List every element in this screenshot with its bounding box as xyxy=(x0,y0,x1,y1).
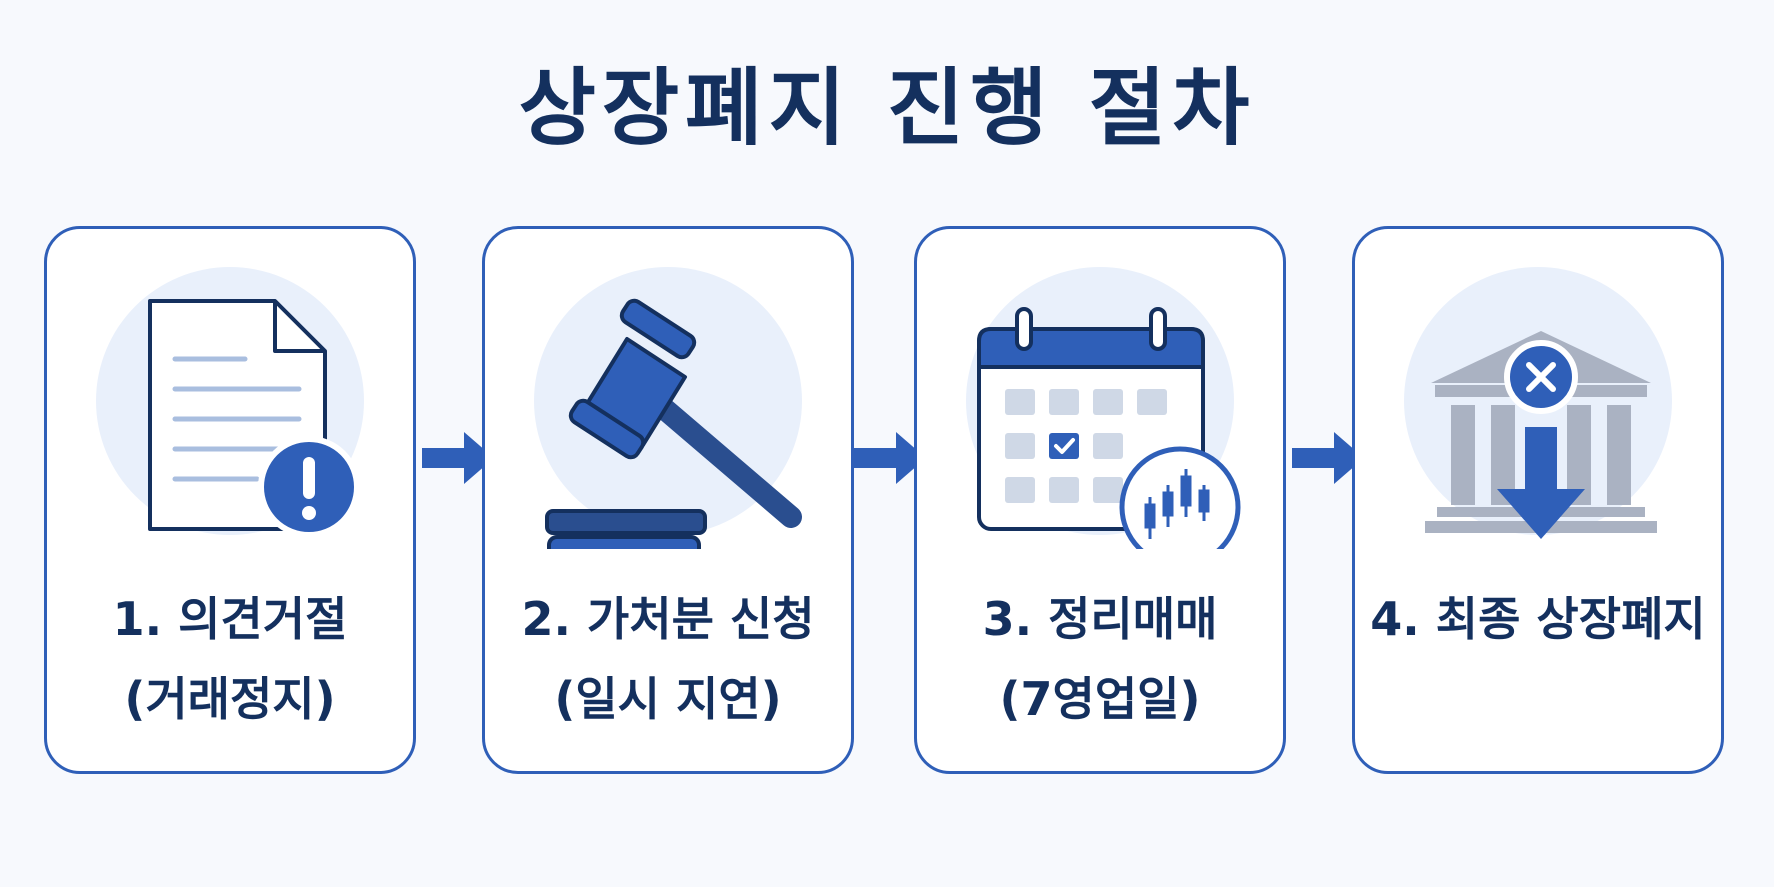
arrow-right-icon xyxy=(1292,432,1364,484)
step-card-1: 1. 의견거절 (거래정지) xyxy=(44,226,416,774)
document-warning-icon xyxy=(148,299,360,538)
step-title: 4. 최종 상장폐지 xyxy=(1370,592,1706,646)
bank-delist-icon xyxy=(1425,331,1657,539)
gavel-icon xyxy=(545,298,802,549)
step-title: 1. 의견거절 xyxy=(112,592,348,646)
step-title: 3. 정리매매 xyxy=(982,592,1218,646)
step-subtitle: (일시 지연) xyxy=(554,672,782,726)
step-title: 2. 가처분 신청 xyxy=(521,592,815,646)
page-title: 상장폐지 진행 절차 xyxy=(518,59,1256,157)
step-card-2: 2. 가처분 신청 (일시 지연) xyxy=(482,226,854,774)
step-label-1: 1. 의견거절 (거래정지) xyxy=(47,579,413,739)
arrow-right-icon xyxy=(422,432,494,484)
step-label-4: 4. 최종 상장폐지 xyxy=(1355,579,1721,659)
step-subtitle: (거래정지) xyxy=(124,672,336,726)
step-label-2: 2. 가처분 신청 (일시 지연) xyxy=(485,579,851,739)
step-subtitle: (7영업일) xyxy=(999,672,1201,726)
arrow-right-icon xyxy=(854,432,926,484)
step-label-3: 3. 정리매매 (7영업일) xyxy=(917,579,1283,739)
calendar-chart-icon xyxy=(977,307,1241,549)
step-card-3: 3. 정리매매 (7영업일) xyxy=(914,226,1286,774)
step-card-4: 4. 최종 상장폐지 xyxy=(1352,226,1724,774)
